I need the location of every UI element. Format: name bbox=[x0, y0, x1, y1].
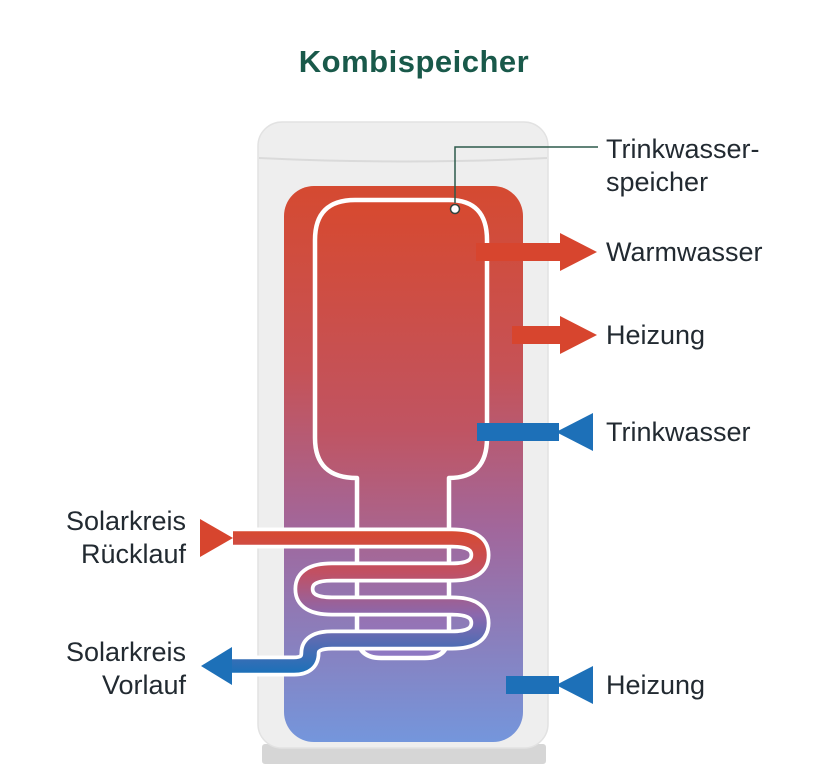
arrow-trinkwasser bbox=[477, 413, 593, 451]
arrow-warmwasser-shaft bbox=[476, 243, 564, 261]
label-trinkwasser: Trinkwasser bbox=[606, 417, 751, 447]
arrow-solarkreis-ruecklauf-head bbox=[200, 519, 233, 557]
arrow-trinkwasser-shaft bbox=[477, 423, 559, 441]
arrow-trinkwasser-head bbox=[556, 413, 593, 451]
arrow-warmwasser bbox=[476, 233, 597, 271]
label-trinkwasserspeicher-line2: speicher bbox=[606, 167, 709, 197]
label-trinkwasserspeicher: Trinkwasser- speicher bbox=[606, 133, 760, 199]
label-heizung-top: Heizung bbox=[606, 320, 706, 350]
arrow-heizung-top-shaft bbox=[512, 326, 564, 344]
label-warmwasser: Warmwasser bbox=[606, 237, 763, 267]
connector-dot bbox=[449, 203, 461, 215]
arrow-heizung-bottom-head bbox=[556, 666, 593, 704]
label-trinkwasserspeicher-line1: Trinkwasser- bbox=[606, 134, 760, 164]
label-solarkreis-vorlauf: Solarkreis Vorlauf bbox=[66, 636, 186, 702]
tank-lid-seam bbox=[258, 157, 548, 163]
solar-coil-tube bbox=[232, 531, 487, 673]
label-solarkreis-ruecklauf-line1: Solarkreis bbox=[65, 506, 186, 536]
arrow-heizung-top bbox=[512, 316, 597, 354]
arrow-heizung-bottom bbox=[506, 666, 593, 704]
arrow-solarkreis-vorlauf-head bbox=[201, 647, 232, 685]
arrow-warmwasser-head bbox=[560, 233, 597, 271]
label-solarkreis-ruecklauf-line2: Rücklauf bbox=[80, 539, 186, 569]
arrow-heizung-top-head bbox=[560, 316, 597, 354]
label-solarkreis-vorlauf-line2: Vorlauf bbox=[101, 670, 186, 700]
trinkwasserspeicher-connector bbox=[449, 146, 598, 215]
label-solarkreis-vorlauf-line1: Solarkreis bbox=[65, 637, 186, 667]
tank-base bbox=[262, 744, 546, 764]
label-solarkreis-ruecklauf: Solarkreis Rücklauf bbox=[66, 505, 186, 571]
connector-line bbox=[454, 146, 598, 203]
page-title: Kombispeicher bbox=[298, 44, 530, 79]
arrow-heizung-bottom-shaft bbox=[506, 676, 559, 694]
label-heizung-bottom: Heizung bbox=[606, 670, 706, 700]
